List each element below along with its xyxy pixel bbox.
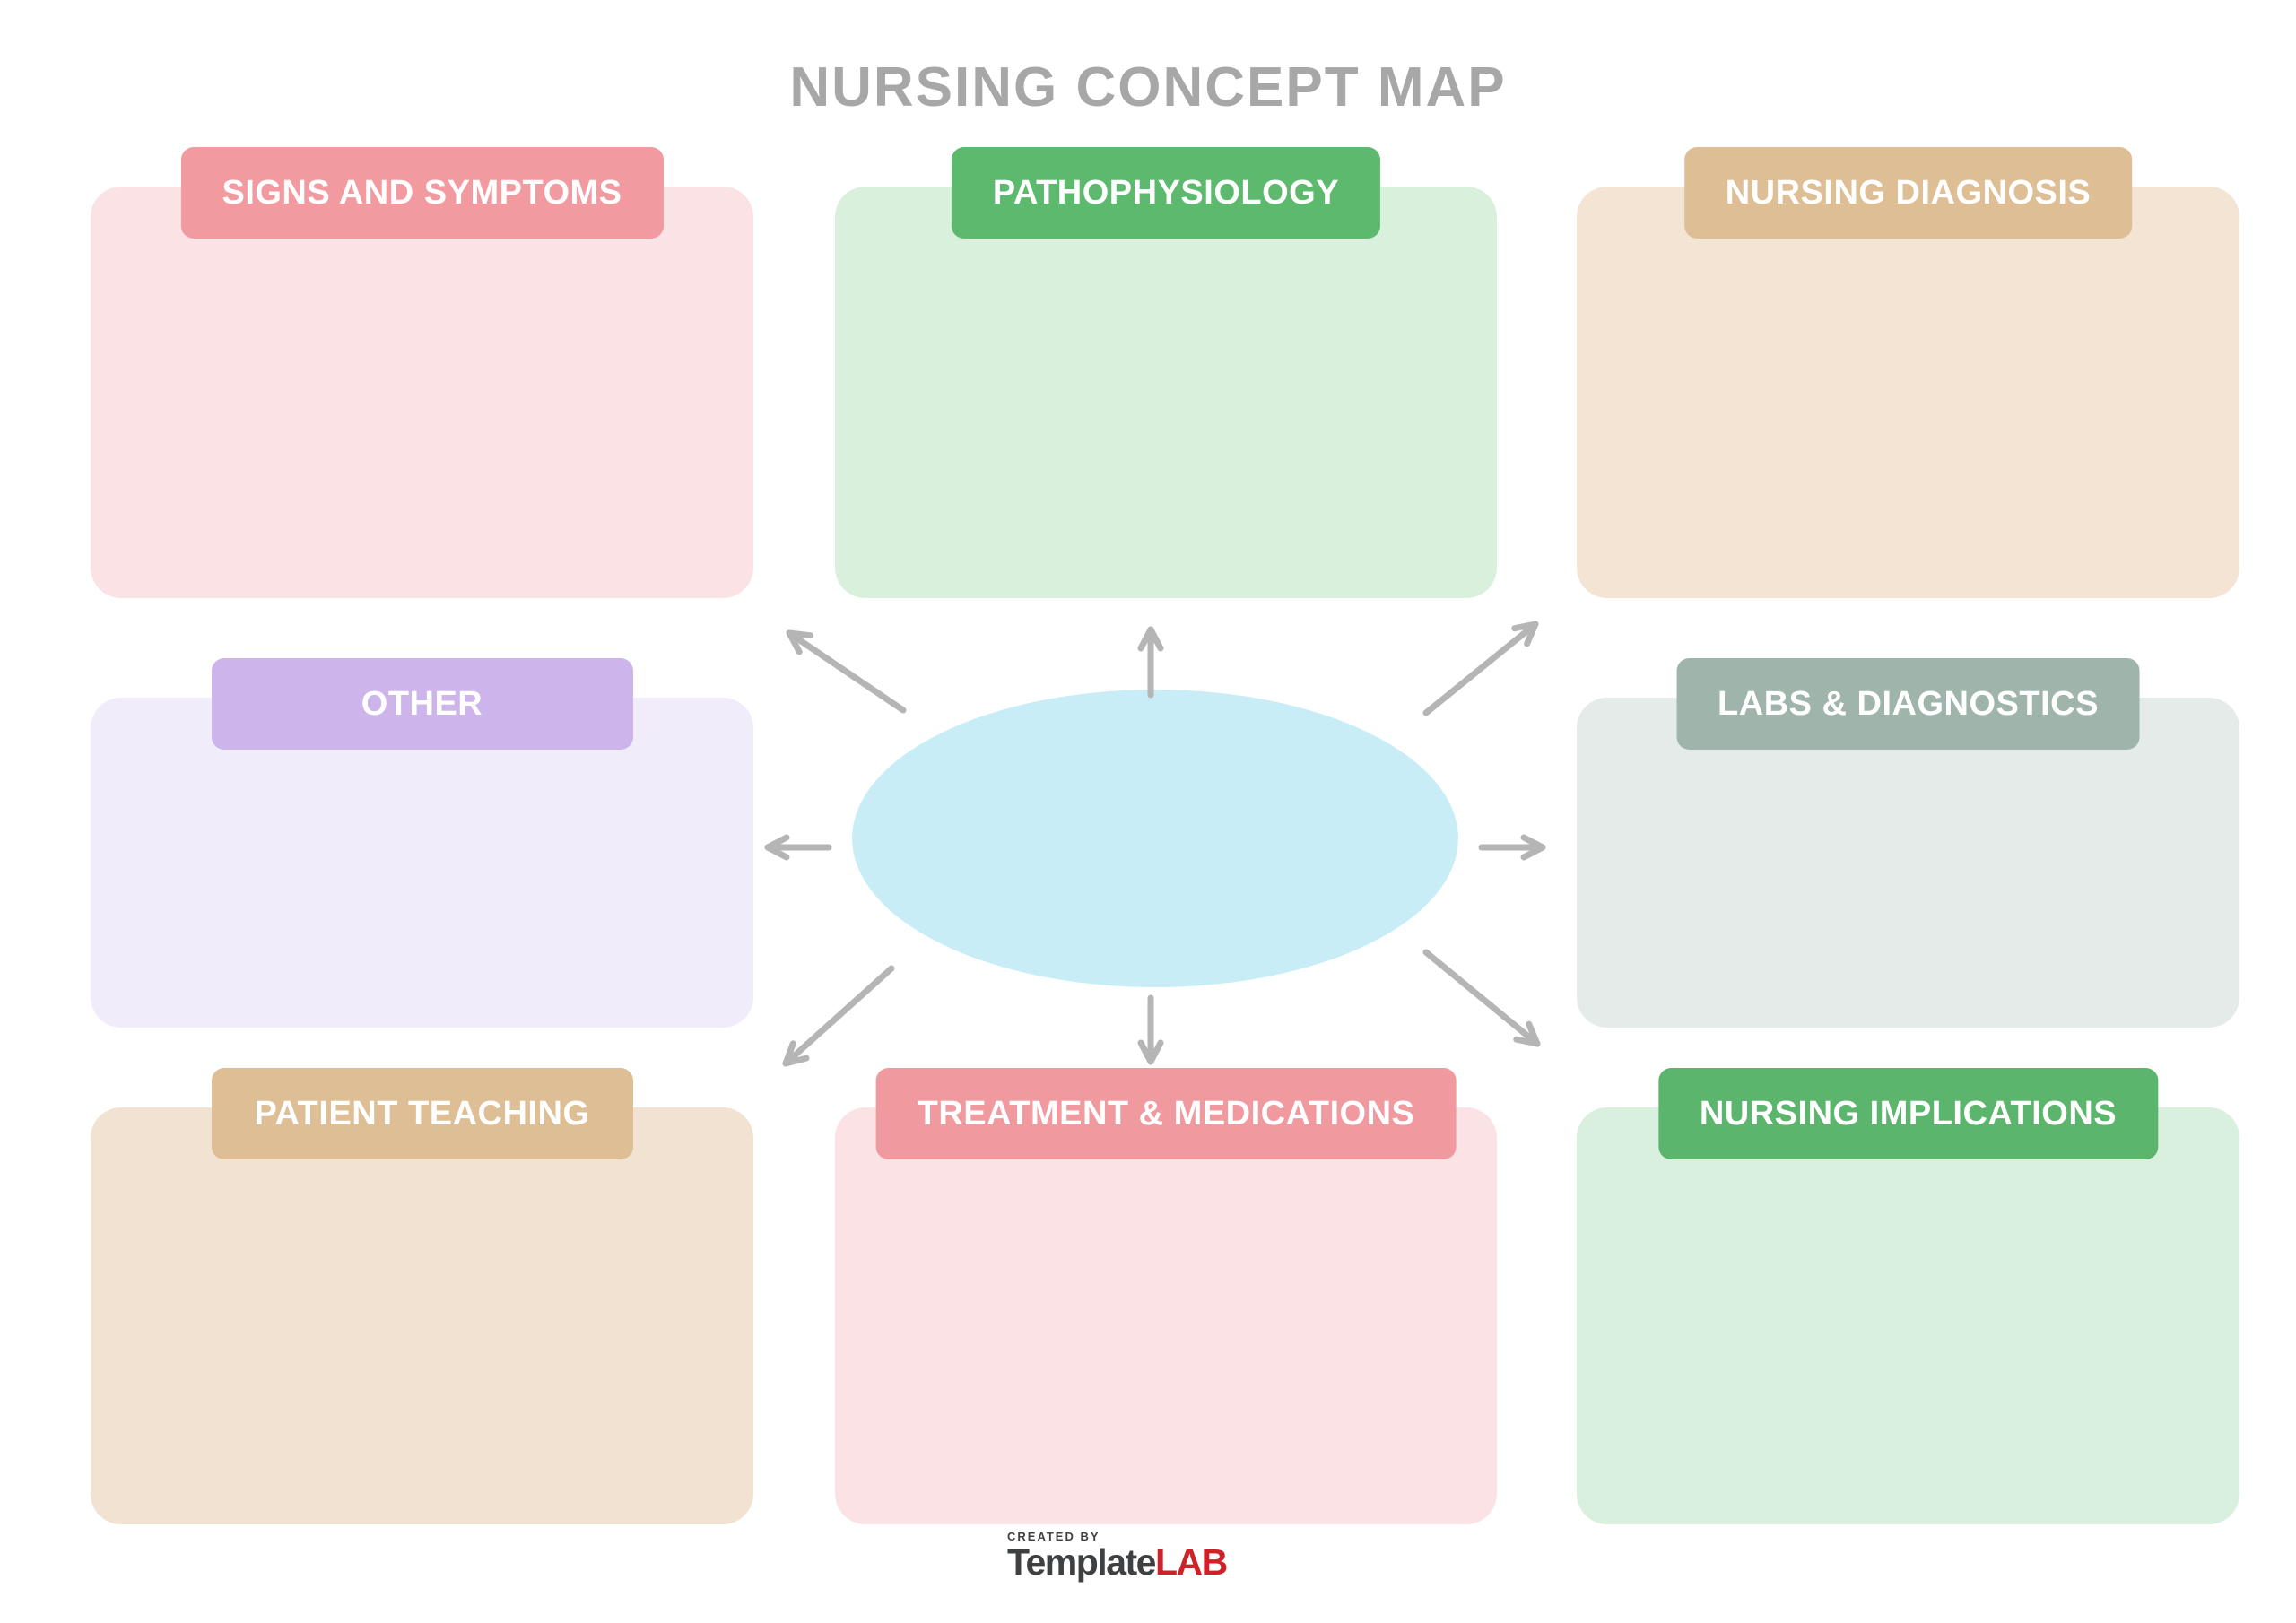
patient-teaching-fill-area[interactable]: [91, 1107, 753, 1524]
nursing-implications-header: NURSING IMPLICATIONS: [1657, 1068, 2159, 1159]
box-patient-teaching: PATIENT TEACHING: [91, 1068, 753, 1524]
box-other: OTHER: [91, 658, 753, 1028]
box-nursing-diagnosis: NURSING DIAGNOSIS: [1577, 147, 2239, 598]
box-labs-and-diagnostics: LABS & DIAGNOSTICS: [1577, 658, 2239, 1028]
patient-teaching-header: PATIENT TEACHING: [211, 1068, 633, 1159]
brand-template-text: Template: [1007, 1541, 1156, 1583]
arrow-down-right: [1422, 949, 1541, 1047]
created-by-label: CREATED BY: [1007, 1530, 1100, 1543]
other-header: OTHER: [211, 658, 633, 750]
templatelab-logo: CREATED BY TemplateLAB: [1007, 1530, 1228, 1583]
box-treatment-and-medications: TREATMENT & MEDICATIONS: [835, 1068, 1497, 1524]
pathophysiology-fill-area[interactable]: [835, 187, 1497, 598]
signs-and-symptoms-header: SIGNS AND SYMPTOMS: [180, 147, 664, 239]
other-fill-area[interactable]: [91, 698, 753, 1028]
arrow-up-left: [786, 629, 907, 714]
nursing-diagnosis-header: NURSING DIAGNOSIS: [1683, 147, 2133, 239]
arrow-down-left: [782, 965, 895, 1067]
templatelab-wordmark: TemplateLAB: [1007, 1541, 1228, 1583]
brand-lab-text: LAB: [1154, 1541, 1228, 1583]
page-title: NURSING CONCEPT MAP: [789, 56, 1507, 118]
arrow-up-right: [1422, 621, 1539, 716]
labs-and-diagnostics-fill-area[interactable]: [1577, 698, 2239, 1028]
box-signs-and-symptoms: SIGNS AND SYMPTOMS: [91, 147, 753, 598]
pathophysiology-header: PATHOPHYSIOLOGY: [951, 147, 1381, 239]
nursing-diagnosis-fill-area[interactable]: [1577, 187, 2239, 598]
treatment-and-medications-header: TREATMENT & MEDICATIONS: [875, 1068, 1457, 1159]
box-nursing-implications: NURSING IMPLICATIONS: [1577, 1068, 2239, 1524]
nursing-implications-fill-area[interactable]: [1577, 1107, 2239, 1524]
box-pathophysiology: PATHOPHYSIOLOGY: [835, 147, 1497, 598]
signs-and-symptoms-fill-area[interactable]: [91, 187, 753, 598]
treatment-and-medications-fill-area[interactable]: [835, 1107, 1497, 1524]
labs-and-diagnostics-header: LABS & DIAGNOSTICS: [1676, 658, 2140, 750]
center-topic-ellipse[interactable]: [852, 690, 1458, 987]
